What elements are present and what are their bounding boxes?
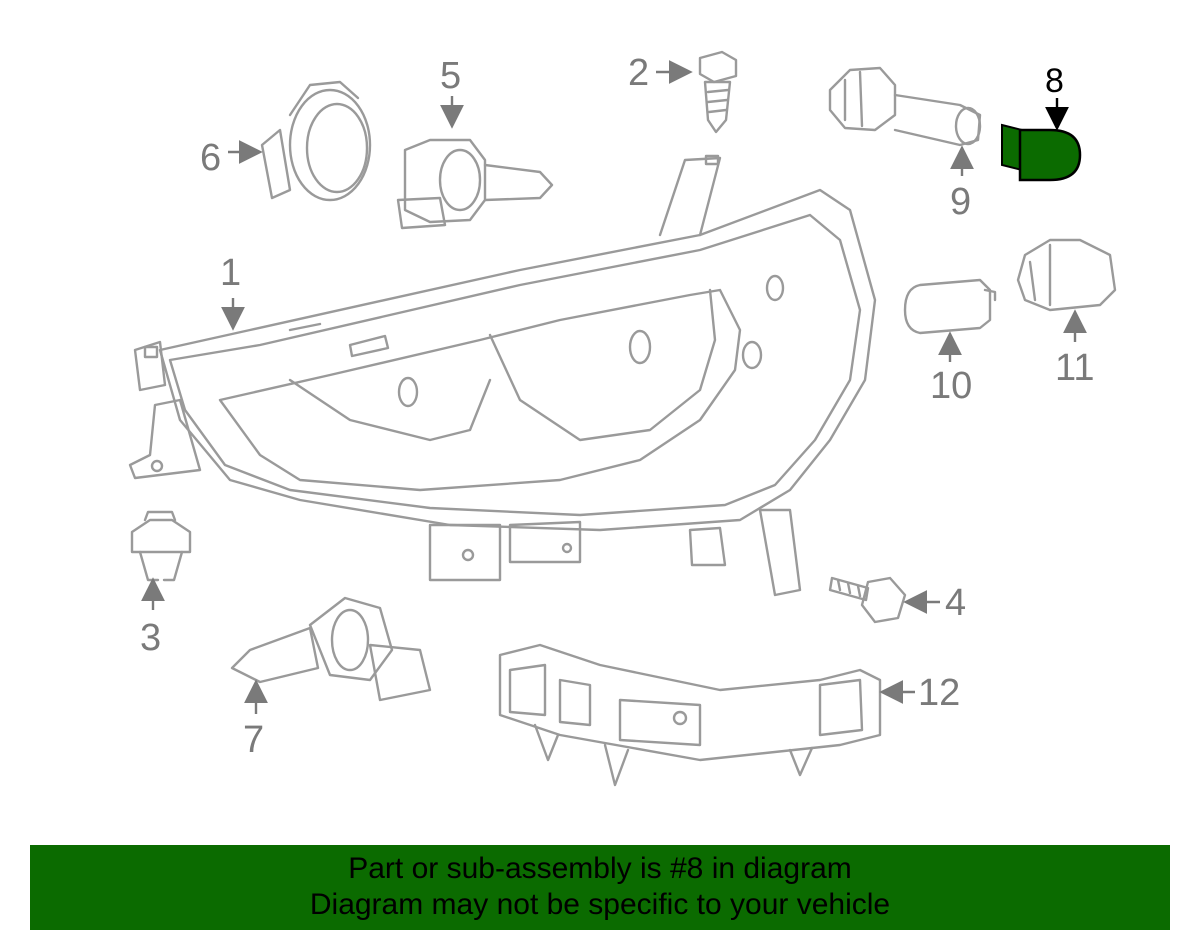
callout-4: 4 (945, 582, 966, 624)
part-2-bolt[interactable] (698, 50, 738, 134)
part-10-bulb[interactable] (903, 278, 997, 335)
part-6-socket-ring[interactable] (260, 80, 372, 202)
banner-line-1: Part or sub-assembly is #8 in diagram (348, 852, 852, 885)
part-12-bracket[interactable] (498, 643, 882, 787)
part-5-bulb[interactable] (396, 138, 554, 230)
callout-7: 7 (243, 719, 264, 761)
callout-9: 9 (950, 181, 971, 223)
callout-3: 3 (140, 617, 161, 659)
headlamp-parts-diagram: 1 2 3 4 5 6 7 8 9 10 11 12 (128, 50, 1117, 787)
callout-8: 8 (1045, 62, 1064, 100)
part-4-bolt[interactable] (828, 576, 907, 624)
callout-11: 11 (1055, 347, 1094, 389)
callout-1: 1 (220, 252, 241, 294)
banner-line-2: Diagram may not be specific to your vehi… (309, 888, 891, 921)
part-3-clip[interactable] (130, 510, 192, 582)
callout-12: 12 (918, 672, 960, 714)
part-info-banner: Part or sub-assembly is #8 in diagram Di… (30, 845, 1170, 930)
part-9-socket[interactable] (828, 66, 982, 147)
callout-10: 10 (930, 365, 972, 407)
callout-5: 5 (440, 55, 461, 97)
part-8-bulb-highlighted[interactable] (1001, 123, 1082, 182)
part-7-bulb[interactable] (230, 596, 432, 702)
part-1-headlamp-assembly[interactable] (128, 154, 877, 597)
part-11-socket[interactable] (1016, 238, 1117, 312)
callout-2: 2 (628, 52, 649, 94)
callout-6: 6 (200, 137, 221, 179)
